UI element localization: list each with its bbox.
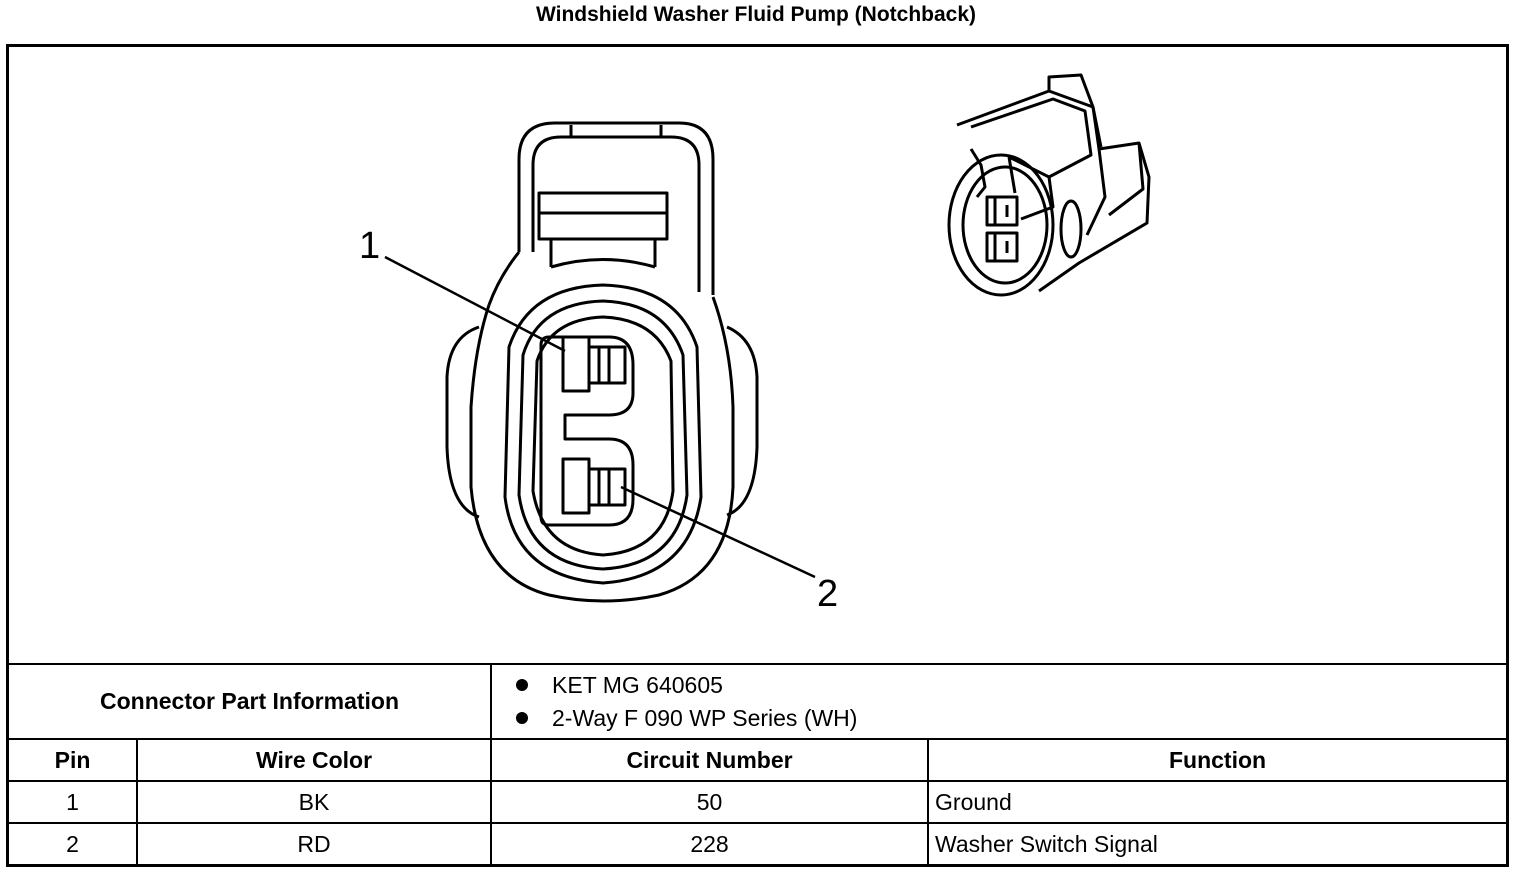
cell-circuit-number: 228: [490, 822, 930, 865]
part-item-text: 2-Way F 090 WP Series (WH): [552, 704, 858, 731]
bullet-icon: [516, 678, 529, 691]
page-title: Windshield Washer Fluid Pump (Notchback): [535, 3, 977, 26]
connector-diagram: 1 2: [9, 47, 1506, 663]
terminal-cavity: [539, 335, 635, 527]
column-header-pin: Pin: [9, 738, 138, 782]
inner-seal-middle: [517, 299, 689, 571]
cell-circuit-number: 50: [490, 780, 930, 824]
connector-part-label: Connector Part Information: [9, 663, 493, 740]
table-header-row: Pin Wire Color Circuit Number Function: [9, 738, 1507, 782]
cell-wire-color: RD: [135, 822, 493, 865]
connector-part-list-cell: KET MG 640605 2-Way F 090 WP Series (WH): [490, 663, 1507, 740]
table-row: 2 RD 228 Washer Switch Signal: [9, 822, 1507, 865]
terminal-pin-2: [561, 457, 591, 515]
inner-seal-inner: [531, 315, 675, 557]
part-item: 2-Way F 090 WP Series (WH): [516, 702, 1500, 735]
column-header-wire-color: Wire Color: [135, 738, 493, 782]
cell-pin: 1: [9, 780, 138, 824]
connector-latch: [517, 121, 715, 295]
part-item: KET MG 640605: [516, 669, 1500, 702]
leader-line-1: [384, 255, 566, 353]
table-row: 1 BK 50 Ground: [9, 780, 1507, 824]
connector-part-row: Connector Part Information KET MG 640605…: [9, 663, 1507, 740]
connector-shell: [469, 296, 735, 603]
cell-pin: 2: [9, 822, 138, 865]
connector-table: Connector Part Information KET MG 640605…: [9, 663, 1507, 865]
side-rib-right: [726, 325, 759, 517]
cell-function: Ground: [927, 780, 1507, 824]
callout-pin-2: 2: [817, 573, 839, 615]
cell-function: Washer Switch Signal: [927, 822, 1507, 865]
column-header-function: Function: [927, 738, 1507, 782]
callout-pin-1: 1: [359, 225, 381, 267]
side-rib-left: [445, 325, 480, 519]
connector-drawing: [384, 73, 1151, 603]
latch-lock-tab: [537, 191, 669, 241]
inner-seal-outer: [503, 283, 703, 585]
bullet-icon: [516, 711, 529, 724]
part-item-text: KET MG 640605: [552, 671, 723, 698]
terminal-pin-1: [561, 335, 591, 393]
connector-part-list: KET MG 640605 2-Way F 090 WP Series (WH): [498, 669, 1500, 735]
diagram-frame: 1 2 Connector Part Information KET MG 64…: [6, 44, 1509, 867]
cell-wire-color: BK: [135, 780, 493, 824]
connector-iso-view: [947, 73, 1151, 297]
column-header-circuit-number: Circuit Number: [490, 738, 930, 782]
leader-line-2: [620, 485, 816, 579]
